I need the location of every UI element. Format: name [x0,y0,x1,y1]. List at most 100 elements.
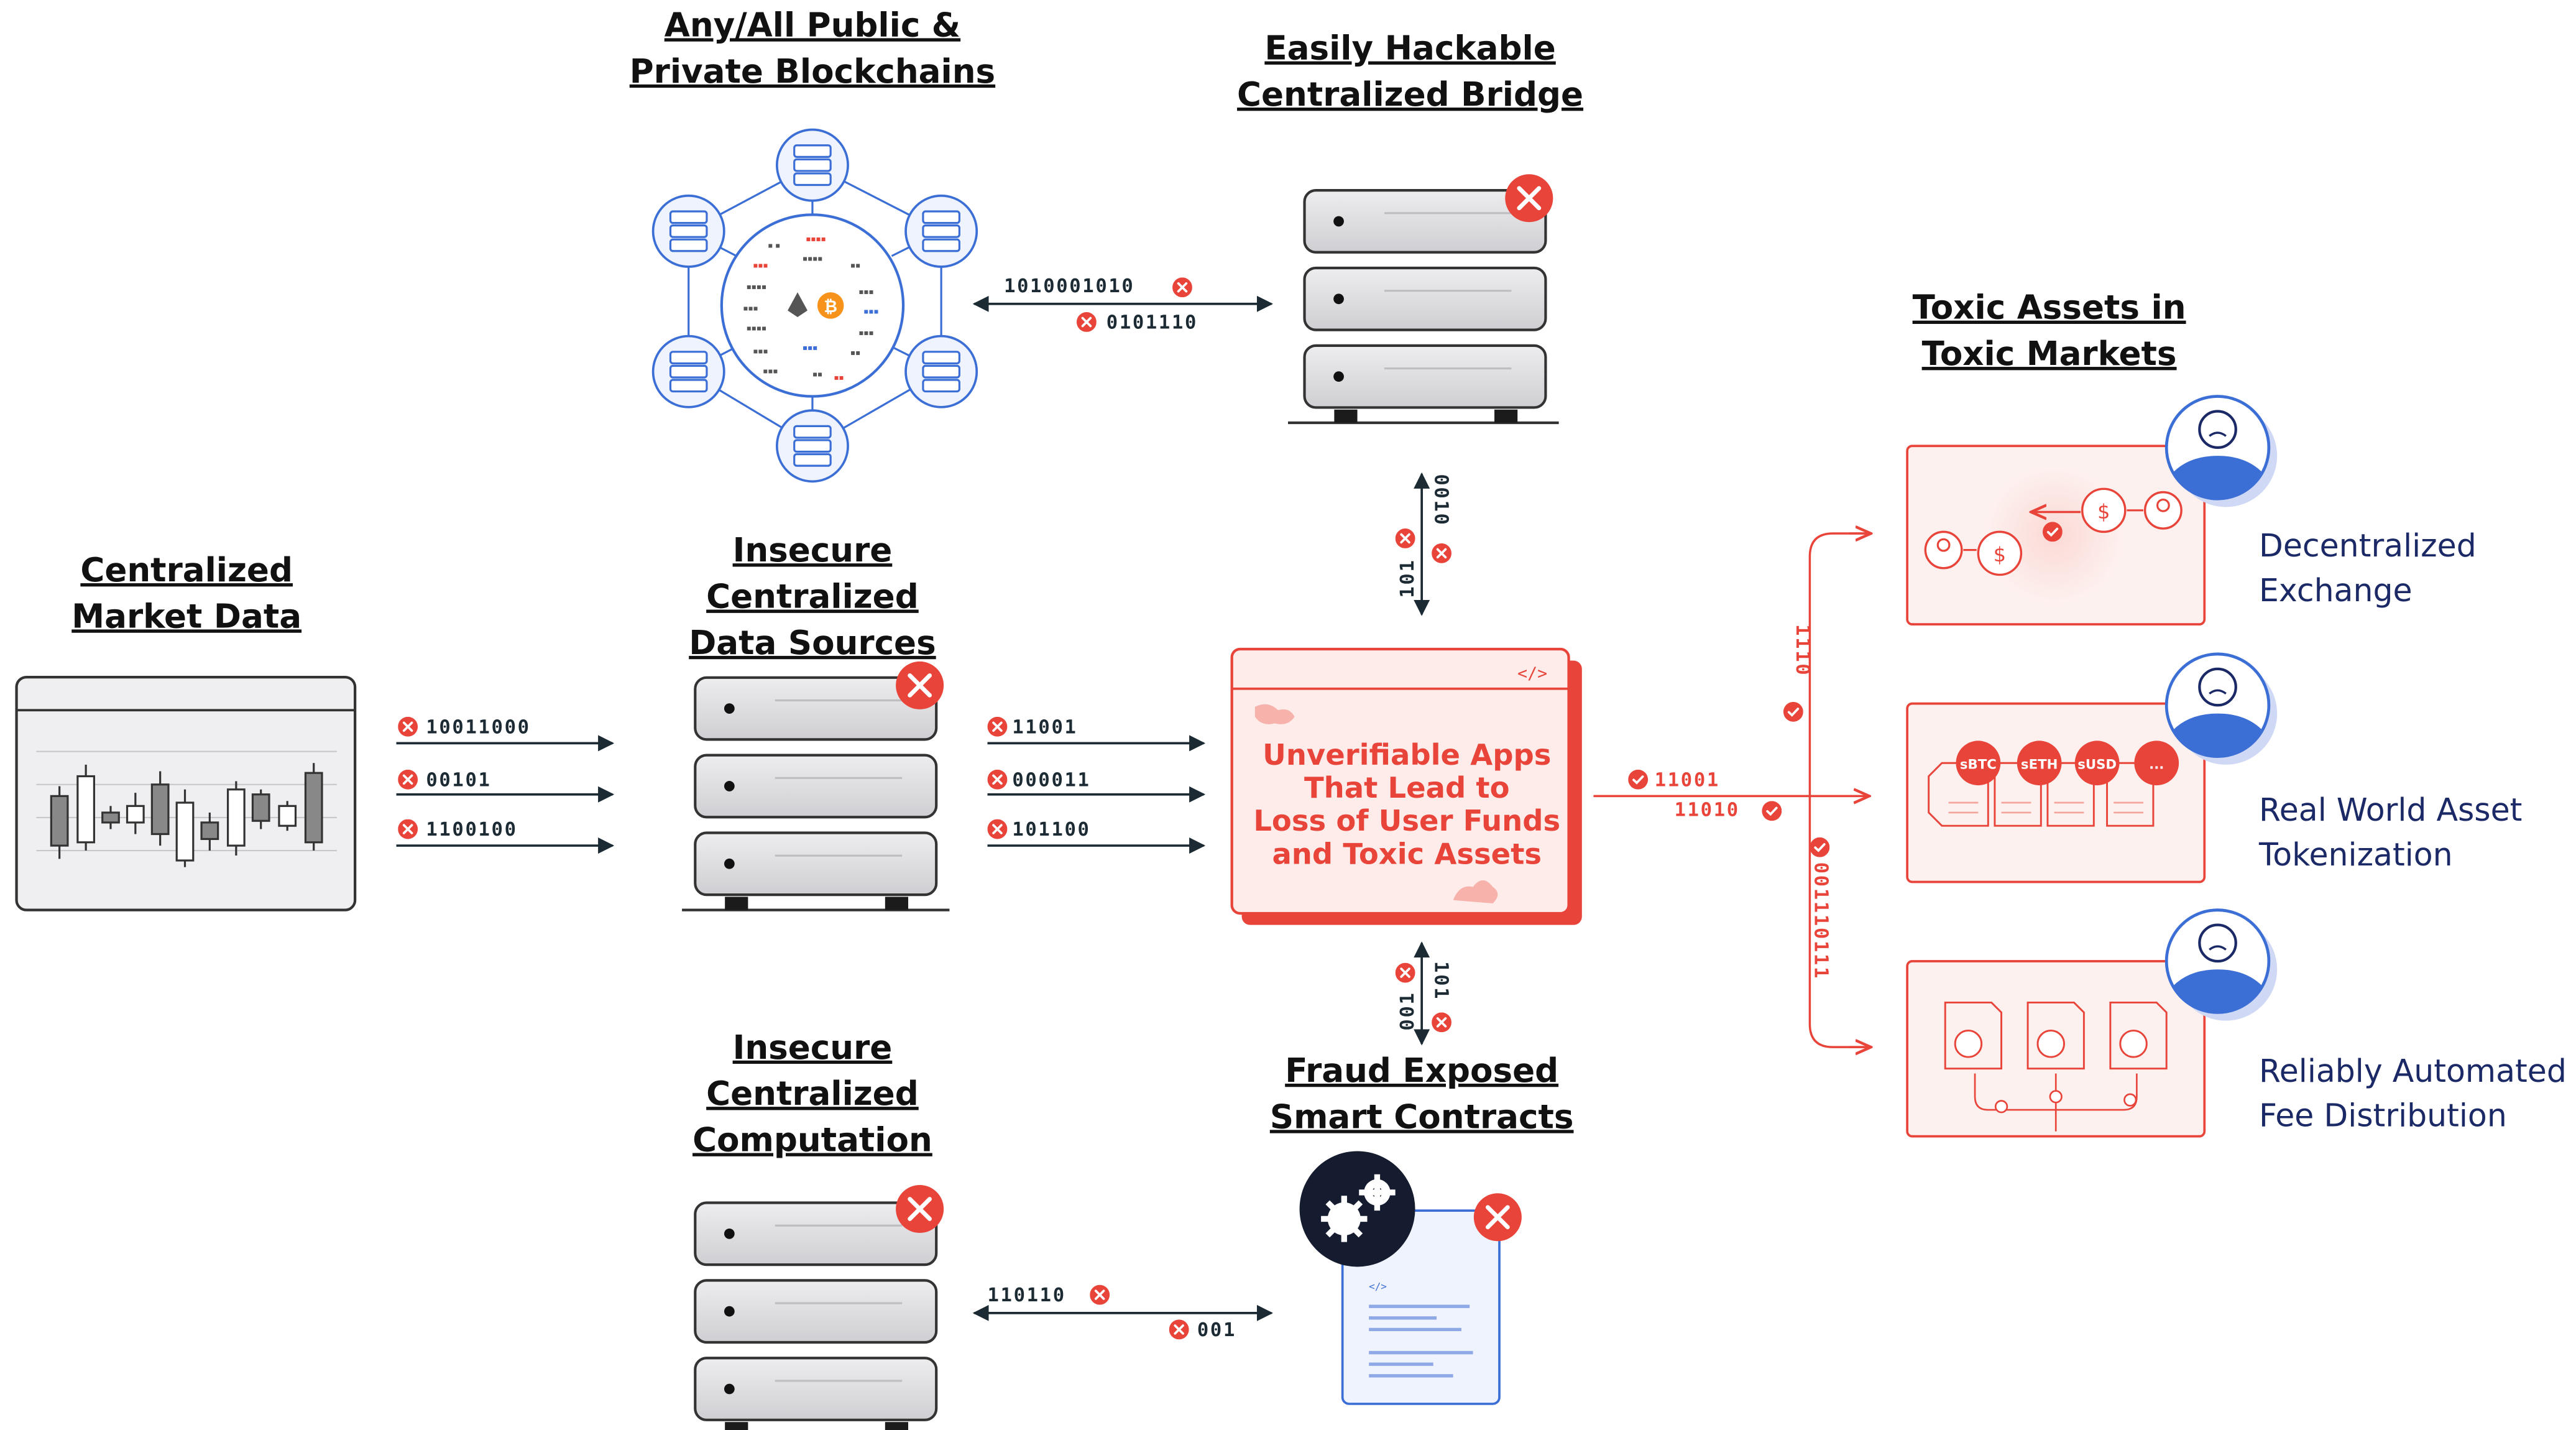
app-output-links: 11001 11010 1110 001110111 [1593,533,1870,1047]
svg-text:▪▪▪: ▪▪▪ [858,328,873,337]
dex-coin-icon-left [1977,530,2023,576]
central-app-card: </> Unverifiable Apps That Lead to Loss … [1230,647,1582,925]
title-bridge-line1: Easily Hackable [1264,29,1555,68]
svg-text:▪▪▪▪: ▪▪▪▪ [747,282,766,291]
dex-label-line2: Exchange [2259,572,2413,609]
svg-text:▪▪▪: ▪▪▪ [858,287,873,296]
dex-check-icon [2042,522,2063,542]
svg-text:▪▪: ▪▪ [850,348,860,357]
title-toxic: Toxic Assets in Toxic Markets [1913,288,2186,373]
title-sources-line3: Data Sources [689,624,936,662]
dex-coin-icon-right [2081,487,2127,533]
node-server-top [775,128,849,202]
app-decoration-bottom [1453,880,1498,904]
out-check-icon-1 [1628,769,1649,790]
token-susd: sUSD [2077,757,2117,773]
vertical-bottom-binary-right: 101 [1430,961,1451,1000]
title-contracts-line1: Fraud Exposed [1285,1051,1558,1090]
compute-binary-bottom: 001 [1197,1319,1236,1341]
market-binary-2: 00101 [426,769,491,791]
rwa-token-badges: sBTC sETH sUSD ... [1956,740,2179,786]
title-sources-line2: Centralized [706,578,919,616]
out-check-icon-2 [1762,801,1782,821]
sources-error-icon-2 [987,769,1008,790]
outcome-dex-card: $ $ [1906,397,2277,625]
title-contracts: Fraud Exposed Smart Contracts [1270,1051,1574,1136]
title-market-line1: Centralized [80,551,293,589]
svg-text:₿: ₿ [824,297,837,316]
node-server-top-right [904,194,978,268]
contract-error-icon [1474,1193,1522,1241]
smart-contract-document: </> [1299,1151,1522,1405]
compute-top-error-icon [1090,1285,1110,1305]
svg-text:$: $ [1994,543,2006,566]
title-toxic-line2: Toxic Markets [1922,334,2177,373]
vertical-bottom-error-icon-1 [1395,962,1415,983]
app-line-4: and Toxic Assets [1272,837,1542,870]
app-line-1: Unverifiable Apps [1263,738,1551,772]
svg-text:▪▪▪: ▪▪▪ [743,303,758,312]
title-market-line2: Market Data [71,597,301,635]
out-binary-2: 11010 [1675,799,1740,821]
node-server-top-left [651,194,725,268]
compute-bottom-error-icon [1169,1319,1189,1340]
title-blockchains: Any/All Public & Private Blockchains [630,6,995,90]
svg-text:▪▪▪: ▪▪▪ [763,366,778,375]
bridge-binary-top: 1010001010 [1004,275,1134,297]
bridge-server [1287,174,1559,425]
outcome-rwa-card: sBTC sETH sUSD ... [1906,654,2277,883]
market-binary-3: 1100100 [426,819,517,841]
ethereum-icon [788,292,807,318]
app-decoration-top [1254,704,1295,724]
out-binary-1: 11001 [1655,769,1720,791]
branch-binary-up: 1110 [1792,624,1813,676]
svg-text:▪ ▪: ▪ ▪ [768,241,780,249]
branch-binary-down: 001110111 [1810,862,1831,980]
market-data-feeds: 10011000 00101 1100100 [396,716,615,854]
svg-text:▪▪▪: ▪▪▪ [803,343,817,352]
bridge-top-error-icon [1172,277,1192,298]
blockchain-network: ▪ ▪▪▪▪▪ ▪▪▪▪▪▪▪▪▪ ▪▪▪▪▪▪▪ ▪▪▪▪▪▪ ▪▪▪▪▪▪▪… [651,128,978,483]
computation-error-icon [896,1185,944,1233]
market-error-icon-3 [398,819,418,839]
market-error-icon-2 [398,769,418,790]
title-compute-line2: Centralized [706,1074,919,1113]
fee-label-line1: Reliably Automated [2259,1053,2567,1089]
bridge-binary-bottom: 0101110 [1106,312,1198,334]
title-bridge-line2: Centralized Bridge [1237,75,1583,114]
title-contracts-line2: Smart Contracts [1270,1097,1574,1136]
svg-text:▪▪▪▪: ▪▪▪▪ [806,234,826,243]
svg-text:▪▪▪▪: ▪▪▪▪ [747,323,766,332]
svg-text:▪▪: ▪▪ [812,370,822,379]
token-seth: sETH [2021,757,2058,773]
node-server-bottom [775,409,849,483]
fee-label-line2: Fee Distribution [2259,1097,2507,1134]
svg-text:▪▪▪▪: ▪▪▪▪ [803,254,822,263]
sources-error-icon-1 [987,716,1008,737]
compute-binary-top: 110110 [988,1285,1066,1306]
node-server-bottom-right [904,334,978,408]
branch-check-icon-down [1810,837,1830,857]
svg-text:▪▪: ▪▪ [850,261,860,269]
market-error-icon-1 [398,716,418,737]
bridge-bottom-error-icon [1076,312,1097,332]
sources-error-icon-3 [987,819,1008,839]
dex-label-line1: Decentralized [2259,527,2477,564]
vertical-top-binary-left: 101 [1397,558,1419,597]
market-binary-1: 10011000 [426,716,530,738]
vertical-top-error-icon-1 [1395,528,1415,548]
title-toxic-line1: Toxic Assets in [1913,288,2186,327]
bitcoin-icon [817,292,844,319]
vertical-top-error-icon-2 [1432,543,1451,563]
title-bridge: Easily Hackable Centralized Bridge [1237,29,1583,114]
svg-text:$: $ [2097,500,2110,524]
data-sources-server [682,662,950,911]
vertical-bottom-error-icon-2 [1432,1012,1451,1033]
candlesticks [50,763,323,867]
title-data-sources: Insecure Centralized Data Sources [689,531,936,662]
app-code-icon: </> [1517,664,1547,683]
title-blockchains-line1: Any/All Public & [665,6,960,44]
token-more: ... [2149,757,2164,773]
